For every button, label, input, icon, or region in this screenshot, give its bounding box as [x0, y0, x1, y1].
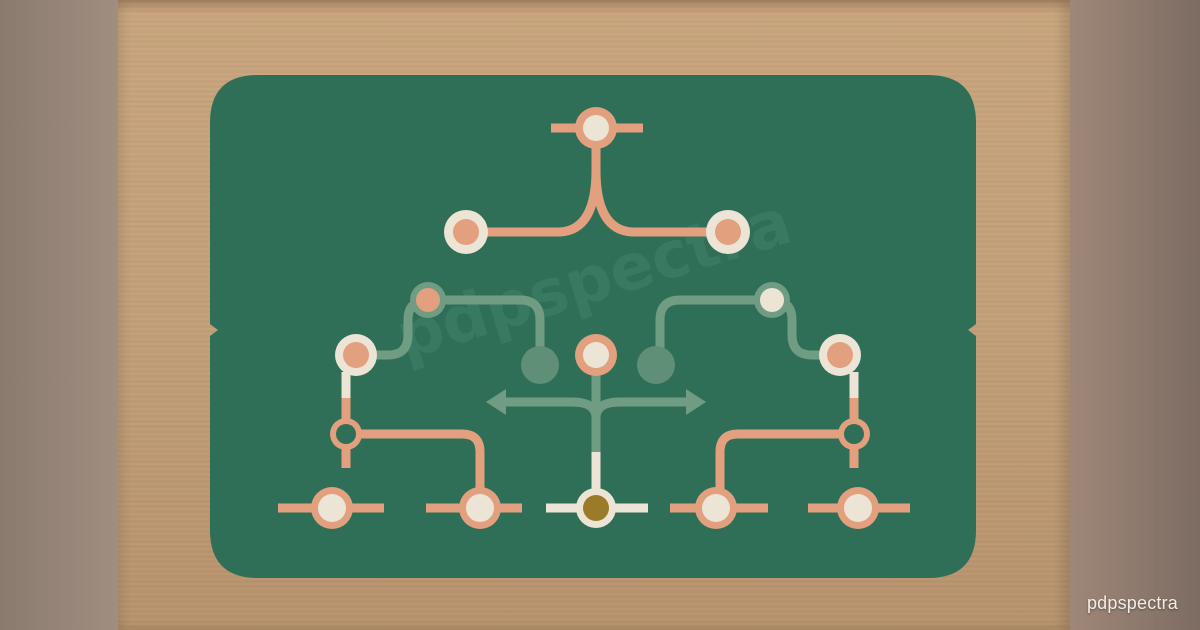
arrow-right-icon — [686, 389, 706, 415]
tree-node-left — [444, 210, 488, 254]
background-wall-right — [1070, 0, 1200, 630]
leaf-node-4 — [695, 487, 737, 529]
tree-node-mid-left — [335, 334, 377, 376]
orange-connectors — [278, 123, 910, 513]
tree-nodes — [311, 107, 879, 529]
box-top-shadow — [118, 0, 1070, 14]
leaf-node-1 — [311, 487, 353, 529]
tree-node-junction-right — [838, 418, 870, 450]
faded-nodes — [410, 282, 790, 384]
leaf-node-2 — [459, 487, 501, 529]
tree-node-center — [575, 334, 617, 376]
leaf-node-5 — [837, 487, 879, 529]
tree-node-right — [706, 210, 750, 254]
leaf-node-center — [576, 488, 616, 528]
tree-node-root — [575, 107, 617, 149]
tree-node-mid-right — [819, 334, 861, 376]
tree-node-junction-left — [330, 418, 362, 450]
arrow-left-icon — [486, 389, 506, 415]
background-wall-left — [0, 0, 118, 630]
green-label-card — [210, 75, 976, 578]
brand-caption: pdpspectra — [1086, 593, 1178, 613]
